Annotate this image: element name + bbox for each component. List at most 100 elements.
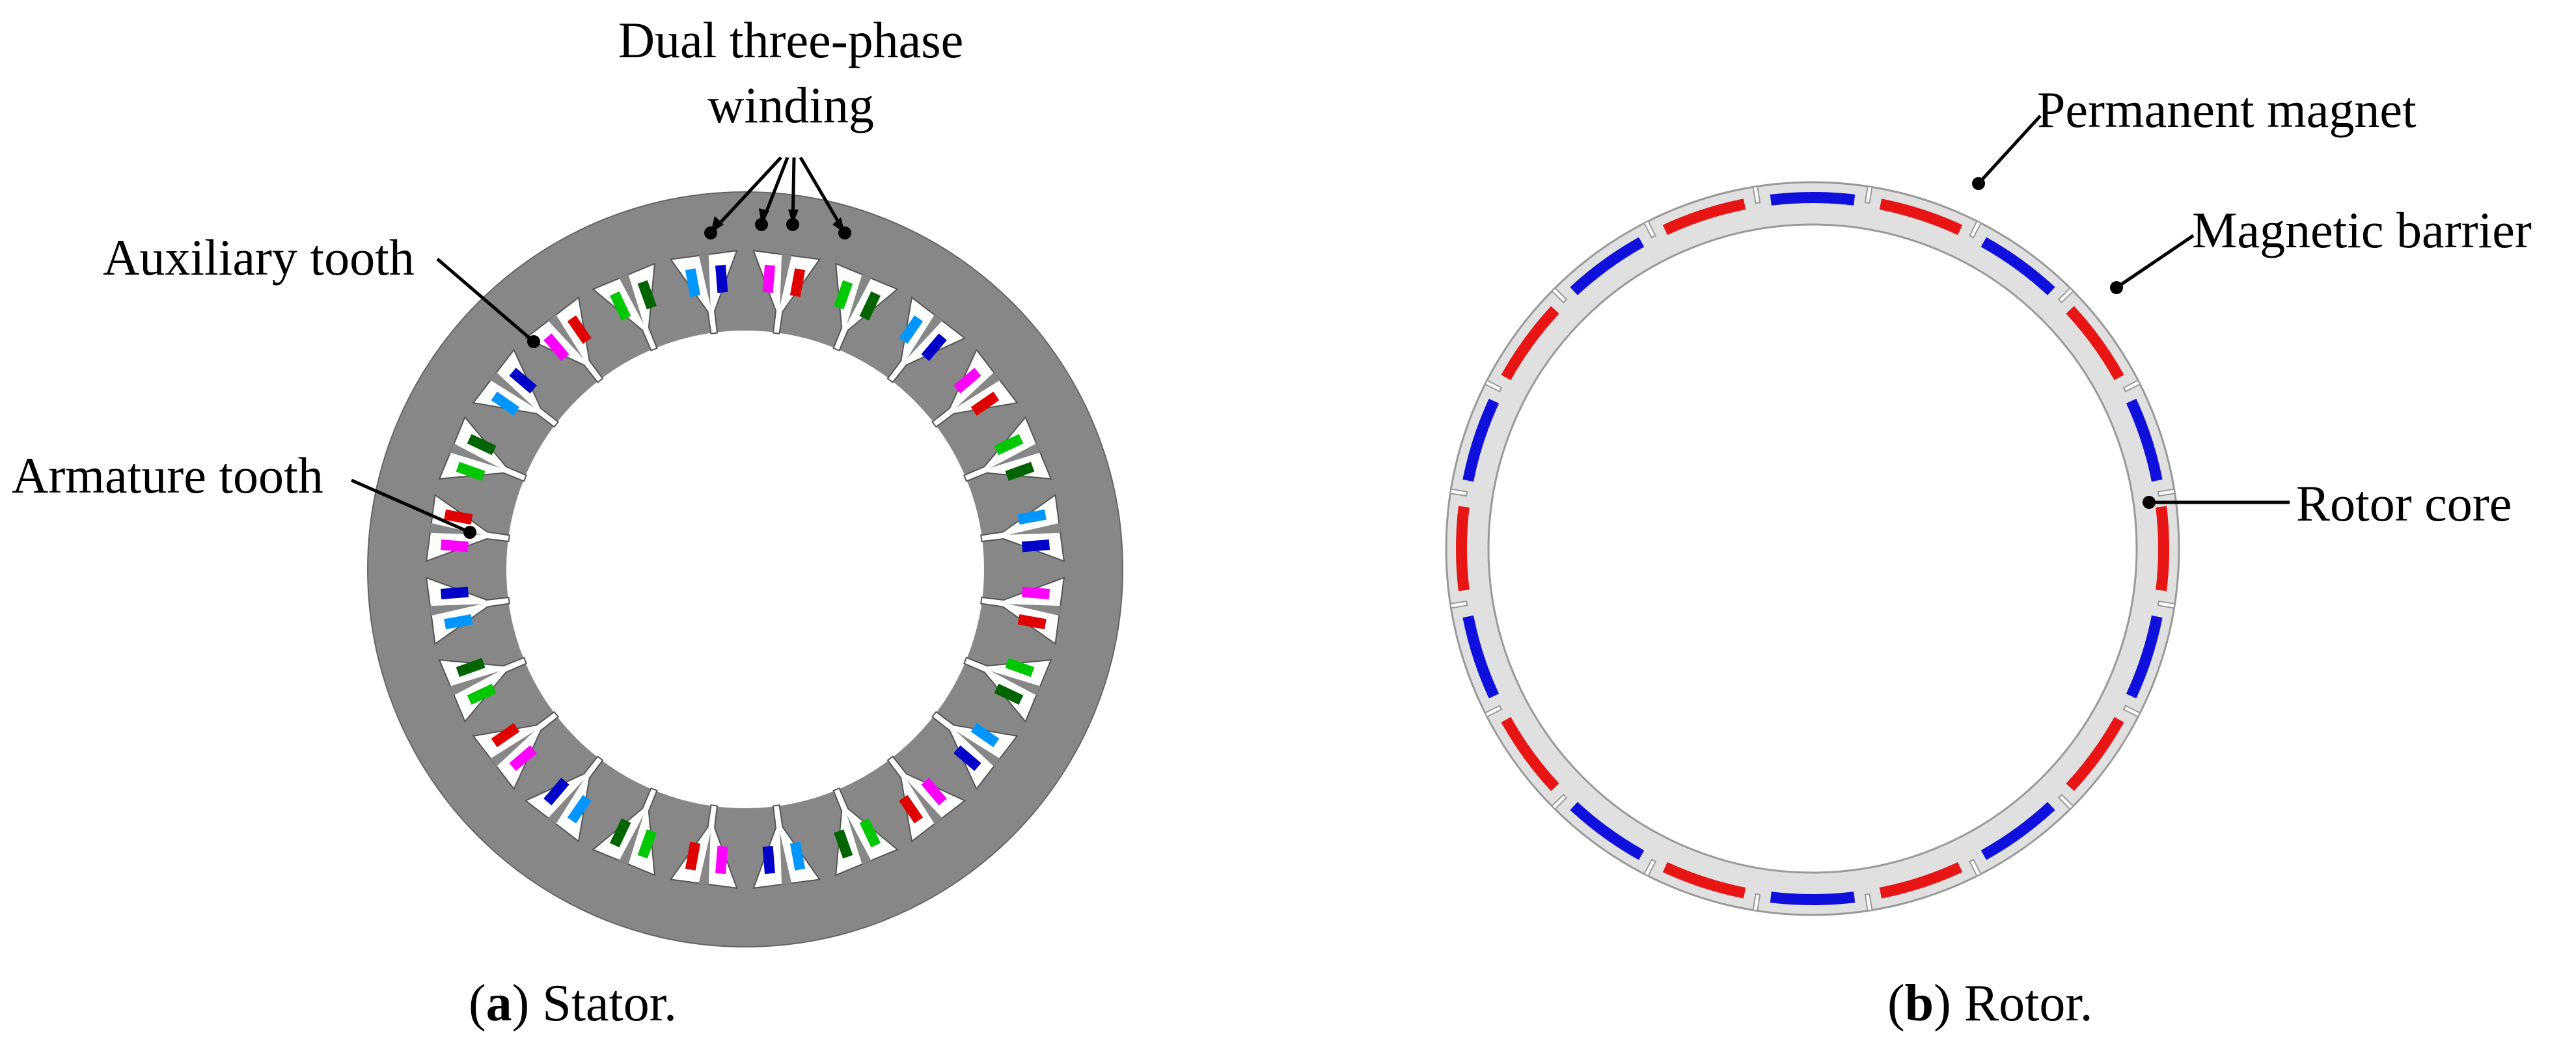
winding-coil xyxy=(467,683,497,705)
auxiliary-tooth xyxy=(698,832,711,885)
winding-coil xyxy=(543,333,569,361)
permanent-magnet xyxy=(1456,506,1470,592)
winding-coil xyxy=(921,333,947,361)
winding-coil xyxy=(762,845,775,875)
magnetic-barrier xyxy=(1551,793,1568,810)
winding-coil xyxy=(491,391,520,416)
stator-slot xyxy=(472,711,559,791)
winding-coil xyxy=(609,291,631,321)
permanent-magnet xyxy=(2126,615,2163,699)
rotor-inner-bore xyxy=(1487,223,2138,874)
winding-coil xyxy=(567,795,592,824)
stator-slot xyxy=(931,348,1019,428)
magnetic-barrier xyxy=(1551,287,1568,304)
winding-coil xyxy=(1017,614,1047,630)
magnetic-barrier xyxy=(1864,185,1873,204)
winding-coil xyxy=(921,778,947,806)
permanent-magnet xyxy=(1462,398,1500,482)
winding-coil xyxy=(1005,658,1035,677)
stator-slot xyxy=(524,296,604,383)
winding-coil xyxy=(994,433,1024,456)
winding-coil xyxy=(899,795,924,824)
label-rotor-core: Rotor core xyxy=(2296,475,2512,532)
magnetic-barrier xyxy=(1643,220,1656,239)
permanent-magnet xyxy=(1570,237,1645,295)
stator-diagram xyxy=(367,191,1123,947)
winding-coil xyxy=(970,723,1000,748)
winding-coil xyxy=(1017,509,1047,525)
permanent-magnet xyxy=(1879,862,1963,899)
auxiliary-tooth xyxy=(907,780,943,824)
auxiliary-tooth xyxy=(780,254,792,306)
winding-coil xyxy=(685,268,701,297)
magnetic-barrier xyxy=(1752,185,1761,204)
stator-slot xyxy=(472,348,559,428)
winding-coil xyxy=(440,539,469,552)
permanent-magnet xyxy=(2066,716,2124,791)
auxiliary-tooth xyxy=(990,443,1041,468)
winding-coil xyxy=(609,818,631,848)
winding-coil xyxy=(467,433,497,456)
auxiliary-tooth xyxy=(907,314,943,359)
winding-coil xyxy=(456,658,486,677)
winding-coil xyxy=(444,509,473,525)
permanent-magnet xyxy=(1770,191,1856,206)
stator-slot xyxy=(524,756,604,843)
label-auxiliary-tooth: Auxiliary tooth xyxy=(103,229,415,286)
caption-rotor-text: ) Rotor. xyxy=(1934,975,2092,1032)
winding-coil xyxy=(567,315,592,344)
permanent-magnet xyxy=(2066,306,2124,381)
auxiliary-tooth xyxy=(619,814,644,865)
winding-coil xyxy=(899,315,924,344)
auxiliary-tooth xyxy=(619,274,644,325)
winding-coil xyxy=(715,845,728,875)
auxiliary-tooth xyxy=(955,372,1000,408)
auxiliary-tooth xyxy=(698,254,711,306)
permanent-magnet xyxy=(1770,892,1856,905)
rotor-magnets xyxy=(1449,185,2176,912)
winding-coil xyxy=(834,829,853,859)
winding-coil xyxy=(440,586,469,599)
permanent-magnet xyxy=(1462,615,1500,699)
caption-rotor-letter: b xyxy=(1905,975,1934,1032)
permanent-magnet xyxy=(1501,716,1559,791)
winding-coil xyxy=(789,268,806,297)
magnetic-barrier xyxy=(2057,793,2074,810)
magnetic-barrier xyxy=(1449,600,1468,609)
winding-coil xyxy=(834,280,853,310)
magnetic-barrier xyxy=(1752,893,1761,912)
winding-coil xyxy=(970,391,1000,416)
winding-coil xyxy=(715,264,728,293)
winding-coil xyxy=(444,614,473,630)
winding-coil xyxy=(637,280,657,310)
auxiliary-tooth xyxy=(780,832,792,885)
permanent-magnet xyxy=(1501,306,1559,381)
permanent-magnet xyxy=(2126,398,2163,482)
stator-slot xyxy=(886,296,966,383)
caption-stator-letter: a xyxy=(486,975,512,1032)
magnetic-barrier xyxy=(2122,379,2141,392)
magnetic-barrier xyxy=(1969,220,1982,239)
label-magnetic-barrier: Magnetic barrier xyxy=(2192,202,2532,258)
label-winding-line2: winding xyxy=(707,77,874,133)
permanent-magnet xyxy=(1879,198,1963,236)
label-winding-line1: Dual three-phase xyxy=(618,12,964,68)
permanent-magnet xyxy=(1570,802,1645,860)
magnetic-barrier xyxy=(2157,488,2176,497)
winding-coil xyxy=(456,461,486,481)
winding-coil xyxy=(994,683,1024,705)
auxiliary-tooth xyxy=(547,314,584,359)
winding-coil xyxy=(509,368,537,394)
magnetic-barrier xyxy=(2122,705,2141,718)
permanent-magnet xyxy=(2156,506,2169,592)
auxiliary-tooth xyxy=(450,671,500,696)
label-armature-tooth: Armature tooth xyxy=(12,447,323,504)
winding-coil xyxy=(789,841,806,871)
rotor-diagram xyxy=(1445,181,2180,916)
auxiliary-tooth xyxy=(430,604,482,616)
callout-dots xyxy=(463,177,2156,539)
stator-slot xyxy=(931,711,1019,791)
winding-coil xyxy=(685,841,701,871)
magnetic-barrier xyxy=(2157,600,2176,609)
